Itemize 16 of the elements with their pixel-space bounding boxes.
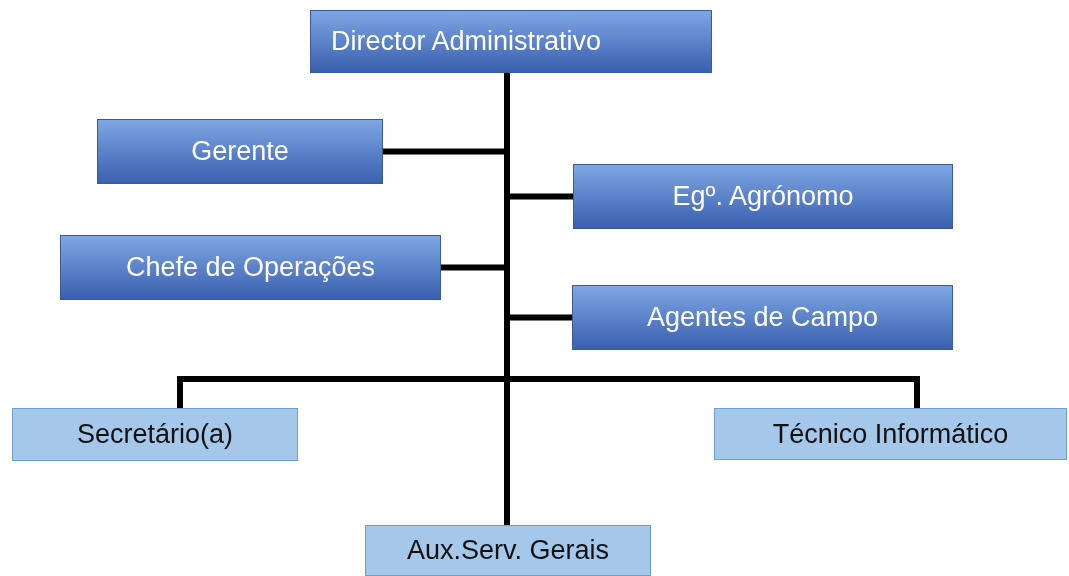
org-box xyxy=(310,10,712,73)
box-label: Agentes de Campo xyxy=(646,302,879,333)
org-box xyxy=(97,119,383,184)
org-box xyxy=(714,408,1067,460)
org-box xyxy=(60,235,441,300)
org-box xyxy=(12,408,298,461)
box-label: Secretário(a) xyxy=(76,419,234,450)
box-label: Técnico Informático xyxy=(772,418,1009,450)
org-box xyxy=(573,164,953,229)
org-box xyxy=(572,285,953,350)
box-label: Chefe de Operações xyxy=(125,252,376,283)
box-label: Director Administrativo xyxy=(331,26,602,57)
box-label: Aux.Serv. Gerais xyxy=(406,535,610,566)
box-label: Egº. Agrónomo xyxy=(672,181,854,212)
org-box xyxy=(365,525,651,576)
box-label: Gerente xyxy=(191,136,289,167)
